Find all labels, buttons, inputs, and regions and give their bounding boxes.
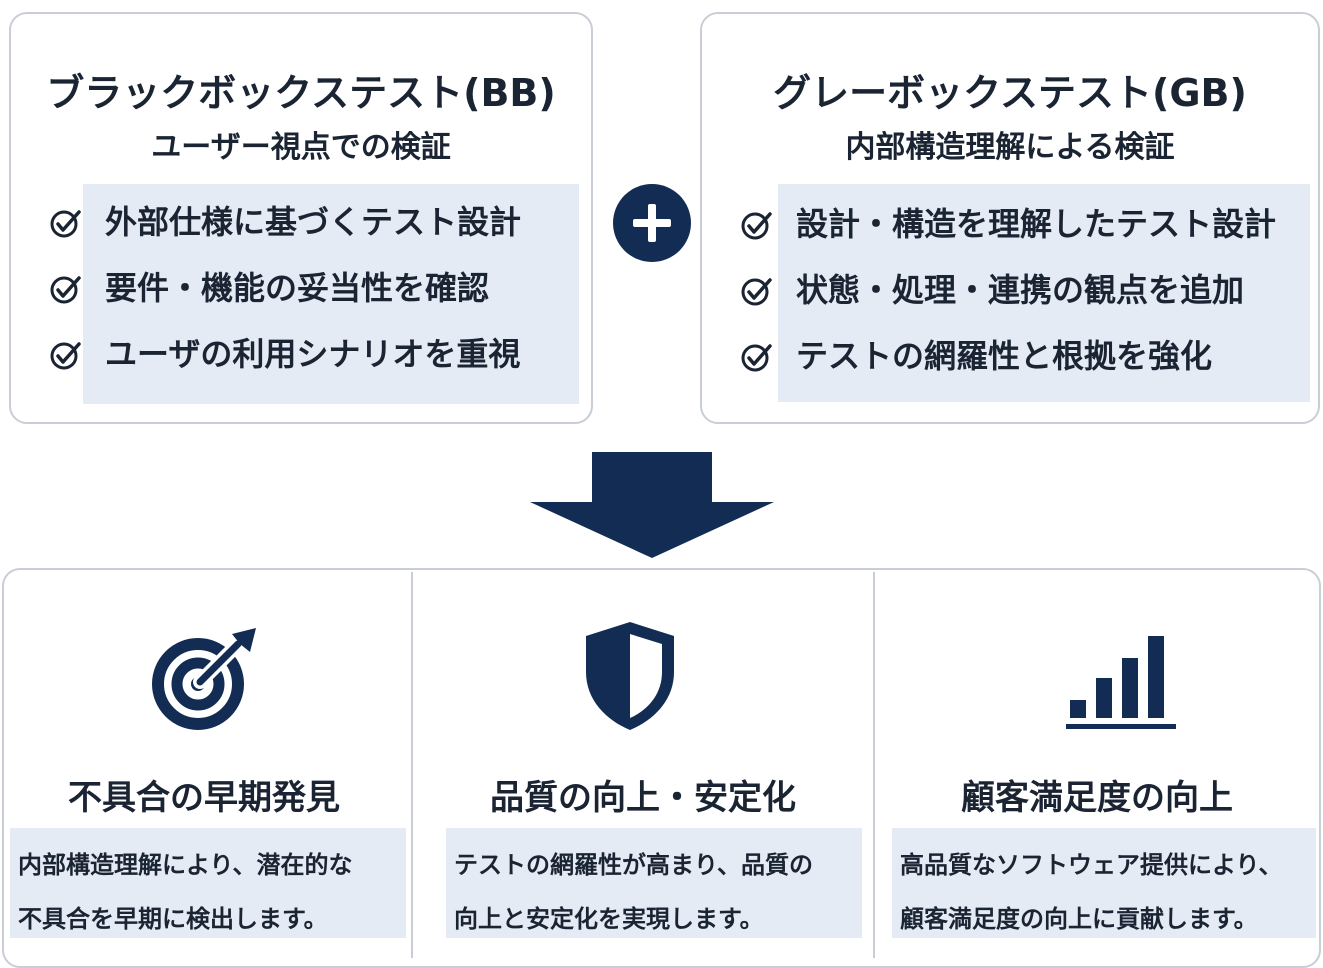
benefit-title: 顧客満足度の向上 <box>961 778 1233 818</box>
graybox-item-label: 状態・処理・連携の観点を追加 <box>796 271 1245 309</box>
graybox-items-highlight <box>778 184 1310 402</box>
blackbox-item: 要件・機能の妥当性を確認 <box>49 268 589 308</box>
graybox-title: グレーボックステスト(GB) <box>773 71 1247 115</box>
graybox-item: テストの網羅性と根拠を強化 <box>740 336 1316 376</box>
graybox-card: グレーボックステスト(GB) 内部構造理解による検証 設計・構造を理解したテスト… <box>700 12 1320 424</box>
divider <box>411 572 413 958</box>
check-circle-icon <box>741 344 772 372</box>
blackbox-item-label: ユーザの利用シナリオを重視 <box>105 335 521 373</box>
divider <box>873 572 875 958</box>
target-icon <box>152 628 256 730</box>
benefit-title: 不具合の早期発見 <box>68 778 340 818</box>
check-circle-icon <box>50 210 81 238</box>
check-circle-icon <box>741 278 772 306</box>
graybox-subtitle: 内部構造理解による検証 <box>845 130 1175 165</box>
blackbox-item-label: 要件・機能の妥当性を確認 <box>105 269 490 307</box>
shield-icon <box>586 622 674 730</box>
blackbox-item-label: 外部仕様に基づくテスト設計 <box>105 203 522 241</box>
graybox-item-label: 設計・構造を理解したテスト設計 <box>796 205 1277 243</box>
graybox-item-label: テストの網羅性と根拠を強化 <box>796 337 1213 375</box>
down-arrow-icon <box>530 452 774 558</box>
plus-icon <box>613 184 691 262</box>
blackbox-title: ブラックボックステスト(BB) <box>46 71 556 115</box>
benefit-description-line: 内部構造理解により、潜在的な <box>18 851 353 879</box>
blackbox-item: ユーザの利用シナリオを重視 <box>49 334 589 374</box>
check-circle-icon <box>741 212 772 240</box>
check-circle-icon <box>50 276 81 304</box>
benefit-description-line: 不具合を早期に検出します。 <box>18 905 328 933</box>
blackbox-subtitle: ユーザー視点での検証 <box>151 130 451 165</box>
benefit-description-line: 向上と安定化を実現します。 <box>454 905 764 933</box>
benefit-description: 高品質なソフトウェア提供により、 顧客満足度の向上に貢献します。 <box>892 828 1316 938</box>
blackbox-card: ブラックボックステスト(BB) ユーザー視点での検証 外部仕様に基づくテスト設計… <box>9 12 593 424</box>
graybox-item: 状態・処理・連携の観点を追加 <box>740 270 1316 310</box>
benefit-description: 内部構造理解により、潜在的な 不具合を早期に検出します。 <box>10 828 406 938</box>
benefit-title: 品質の向上・安定化 <box>490 778 796 818</box>
check-circle-icon <box>50 342 81 370</box>
blackbox-item: 外部仕様に基づくテスト設計 <box>49 202 589 242</box>
graybox-item: 設計・構造を理解したテスト設計 <box>740 204 1316 244</box>
benefit-description-line: 高品質なソフトウェア提供により、 <box>900 851 1283 879</box>
benefit-description-line: 顧客満足度の向上に貢献します。 <box>900 905 1258 933</box>
benefit-description: テストの網羅性が高まり、品質の 向上と安定化を実現します。 <box>446 828 862 938</box>
bar-chart-icon <box>1066 636 1176 729</box>
benefit-description-line: テストの網羅性が高まり、品質の <box>454 851 814 879</box>
blackbox-items-highlight <box>83 184 579 404</box>
